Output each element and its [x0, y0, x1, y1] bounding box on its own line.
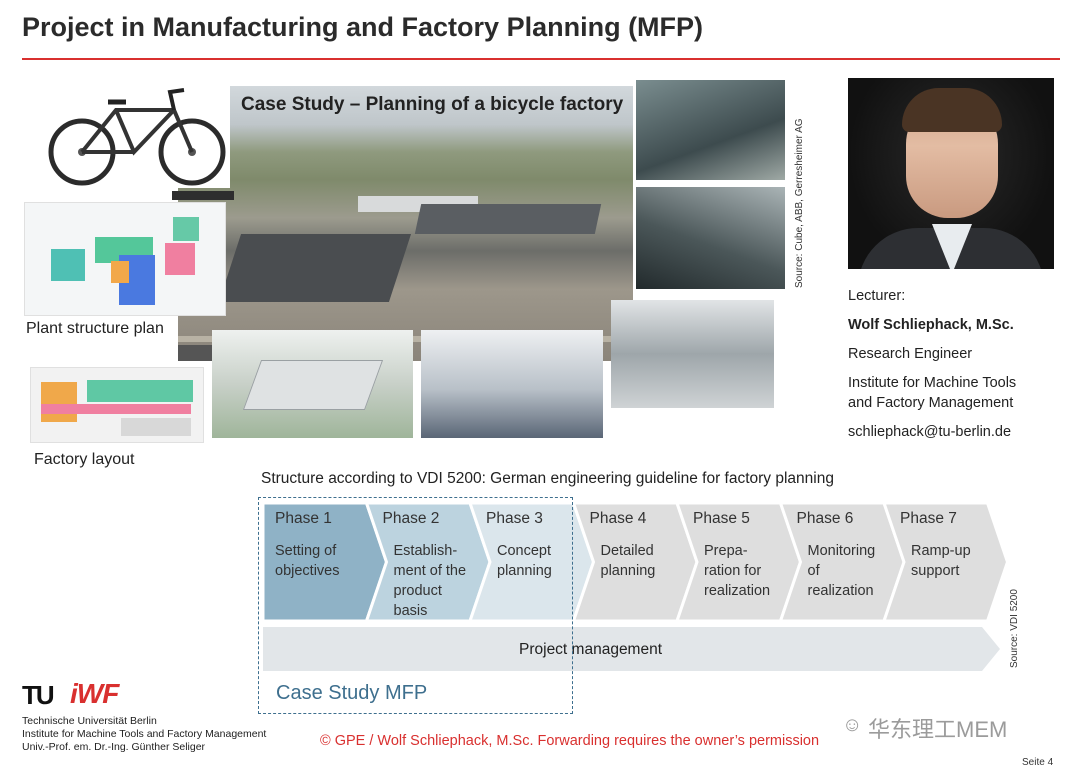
bicycle-icon: [48, 88, 226, 186]
phase-5-desc-line: ration for: [704, 563, 762, 579]
bicycle-assembly-photo: [636, 80, 785, 180]
phase-6-desc-line: realization: [807, 583, 874, 599]
project-management-label: Project management: [519, 641, 663, 658]
phase-3-name: Phase 3: [486, 510, 543, 527]
case-study-mfp-label: Case Study MFP: [276, 682, 428, 704]
wechat-icon: ☺: [842, 714, 863, 736]
factory-layout-label: Factory layout: [34, 451, 135, 468]
tu-berlin-logo: TU: [22, 680, 55, 710]
iwf-logo: iWF: [70, 678, 119, 709]
plant-structure-plan-image: [24, 202, 226, 316]
professor-name: Univ.-Prof. em. Dr.-Ing. Günther Seliger: [22, 741, 206, 753]
phase-4-desc-line: planning: [600, 563, 656, 579]
phase-4-desc-line: Detailed: [600, 543, 654, 559]
plant-structure-label: Plant structure plan: [26, 320, 164, 337]
phase-5-desc-line: Prepa-: [704, 543, 748, 559]
dark-bar: [172, 191, 234, 200]
phase-2-desc-line: product: [393, 583, 442, 599]
phase-2-desc-line: Establish-: [393, 543, 458, 559]
phase-2-desc-line: basis: [393, 603, 428, 619]
title-divider: [22, 58, 1060, 60]
vdi-source: Source: VDI 5200: [1009, 589, 1020, 668]
page-title: Project in Manufacturing and Factory Pla…: [22, 12, 704, 42]
phase-2-name: Phase 2: [382, 510, 440, 527]
project-management-arrow: [263, 627, 1000, 671]
page-number: Seite 4: [1022, 757, 1054, 768]
aerial-factory-photo: [178, 86, 633, 361]
phase-3-desc-line: Concept: [497, 543, 552, 559]
phase-1-desc-line: objectives: [275, 563, 340, 579]
phase-4-name: Phase 4: [589, 510, 647, 527]
factory-rendering: [212, 330, 413, 438]
phase-2-desc-line: ment of the: [393, 563, 467, 579]
vdi-structure-subtitle: Structure according to VDI 5200: German …: [261, 470, 834, 487]
phase-7-desc-line: Ramp-up: [911, 543, 971, 559]
phase-7-name: Phase 7: [900, 510, 957, 527]
watermark-text: 华东理工MEM: [868, 717, 1008, 742]
phase-6-desc-line: of: [807, 563, 820, 579]
phase-1-name: Phase 1: [275, 510, 332, 527]
phase-1-desc-line: Setting of: [275, 543, 337, 559]
factory-hall-photo: [421, 330, 603, 438]
phase-chevron-7: [881, 501, 1010, 623]
lecturer-institute-line1: Institute for Machine Tools: [848, 375, 1017, 391]
phase-7-desc-line: support: [911, 563, 960, 579]
lecturer-position: Research Engineer: [848, 346, 973, 362]
bicycle-image: [46, 80, 230, 188]
phase-6-name: Phase 6: [796, 510, 854, 527]
phase-6-desc-line: Monitoring: [807, 543, 876, 559]
production-hall-photo: [611, 300, 774, 408]
phase-3-desc-line: planning: [497, 563, 552, 579]
dark-strip: [178, 345, 212, 361]
lecturer-role: Lecturer:: [848, 288, 906, 304]
copyright-notice: © GPE / Wolf Schliephack, M.Sc. Forwardi…: [320, 733, 820, 749]
case-study-caption: Case Study – Planning of a bicycle facto…: [241, 94, 624, 115]
institute-name: Institute for Machine Tools and Factory …: [22, 728, 267, 740]
university-name: Technische Universität Berlin: [22, 715, 157, 727]
assembly-worker-photo: [636, 187, 785, 289]
lecturer-name: Wolf Schliephack, M.Sc.: [848, 317, 1014, 333]
lecturer-portrait: [848, 78, 1054, 269]
phase-5-name: Phase 5: [693, 510, 750, 527]
factory-layout-image: [30, 367, 204, 443]
lecturer-email[interactable]: schliephack@tu-berlin.de: [848, 424, 1012, 440]
lecturer-institute-line2: and Factory Management: [848, 395, 1014, 411]
case-study-frame: [258, 497, 573, 714]
phase-5-desc-line: realization: [704, 583, 771, 599]
